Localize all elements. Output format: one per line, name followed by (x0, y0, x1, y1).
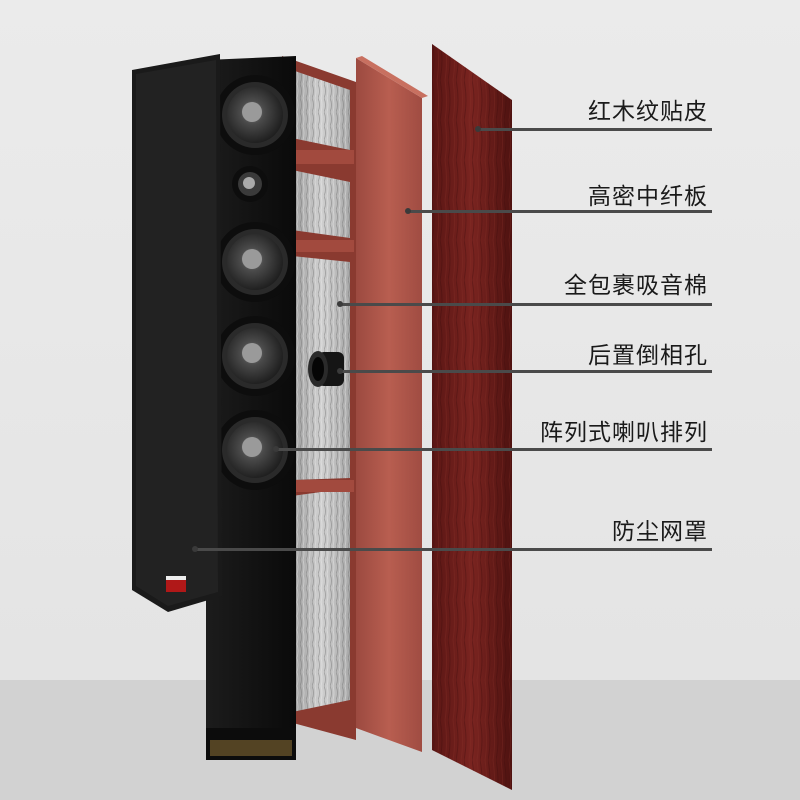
grille-panel (132, 54, 222, 612)
label-rear-bass-port: 后置倒相孔 (588, 343, 708, 369)
label-array-drivers: 阵列式喇叭排列 (540, 420, 708, 446)
bass-port (308, 351, 344, 387)
leader-line (340, 370, 712, 373)
woofer-4 (215, 410, 295, 490)
mdf-panel (356, 56, 428, 752)
label-sound-absorbing-cotton: 全包裹吸音棉 (564, 273, 708, 299)
label-hdf-board: 高密中纤板 (588, 184, 708, 210)
woofer-3 (215, 316, 295, 396)
leader-dot (475, 126, 481, 132)
veneer-panel (432, 44, 512, 790)
leader-line (408, 210, 712, 213)
leader-dot (405, 208, 411, 214)
leader-dot (273, 446, 279, 452)
cabinet-interior (282, 56, 356, 740)
woofer-2 (215, 222, 295, 302)
tweeter (232, 166, 268, 202)
label-dust-grille: 防尘网罩 (612, 519, 708, 545)
leader-line (478, 128, 712, 131)
label-mahogany-veneer: 红木纹贴皮 (588, 99, 708, 125)
leader-line (276, 448, 712, 451)
leader-dot (192, 546, 198, 552)
leader-dot (337, 301, 343, 307)
woofer-1 (215, 75, 295, 155)
leader-dot (337, 368, 343, 374)
brand-logo (166, 576, 186, 592)
leader-line (195, 548, 712, 551)
leader-line (340, 303, 712, 306)
